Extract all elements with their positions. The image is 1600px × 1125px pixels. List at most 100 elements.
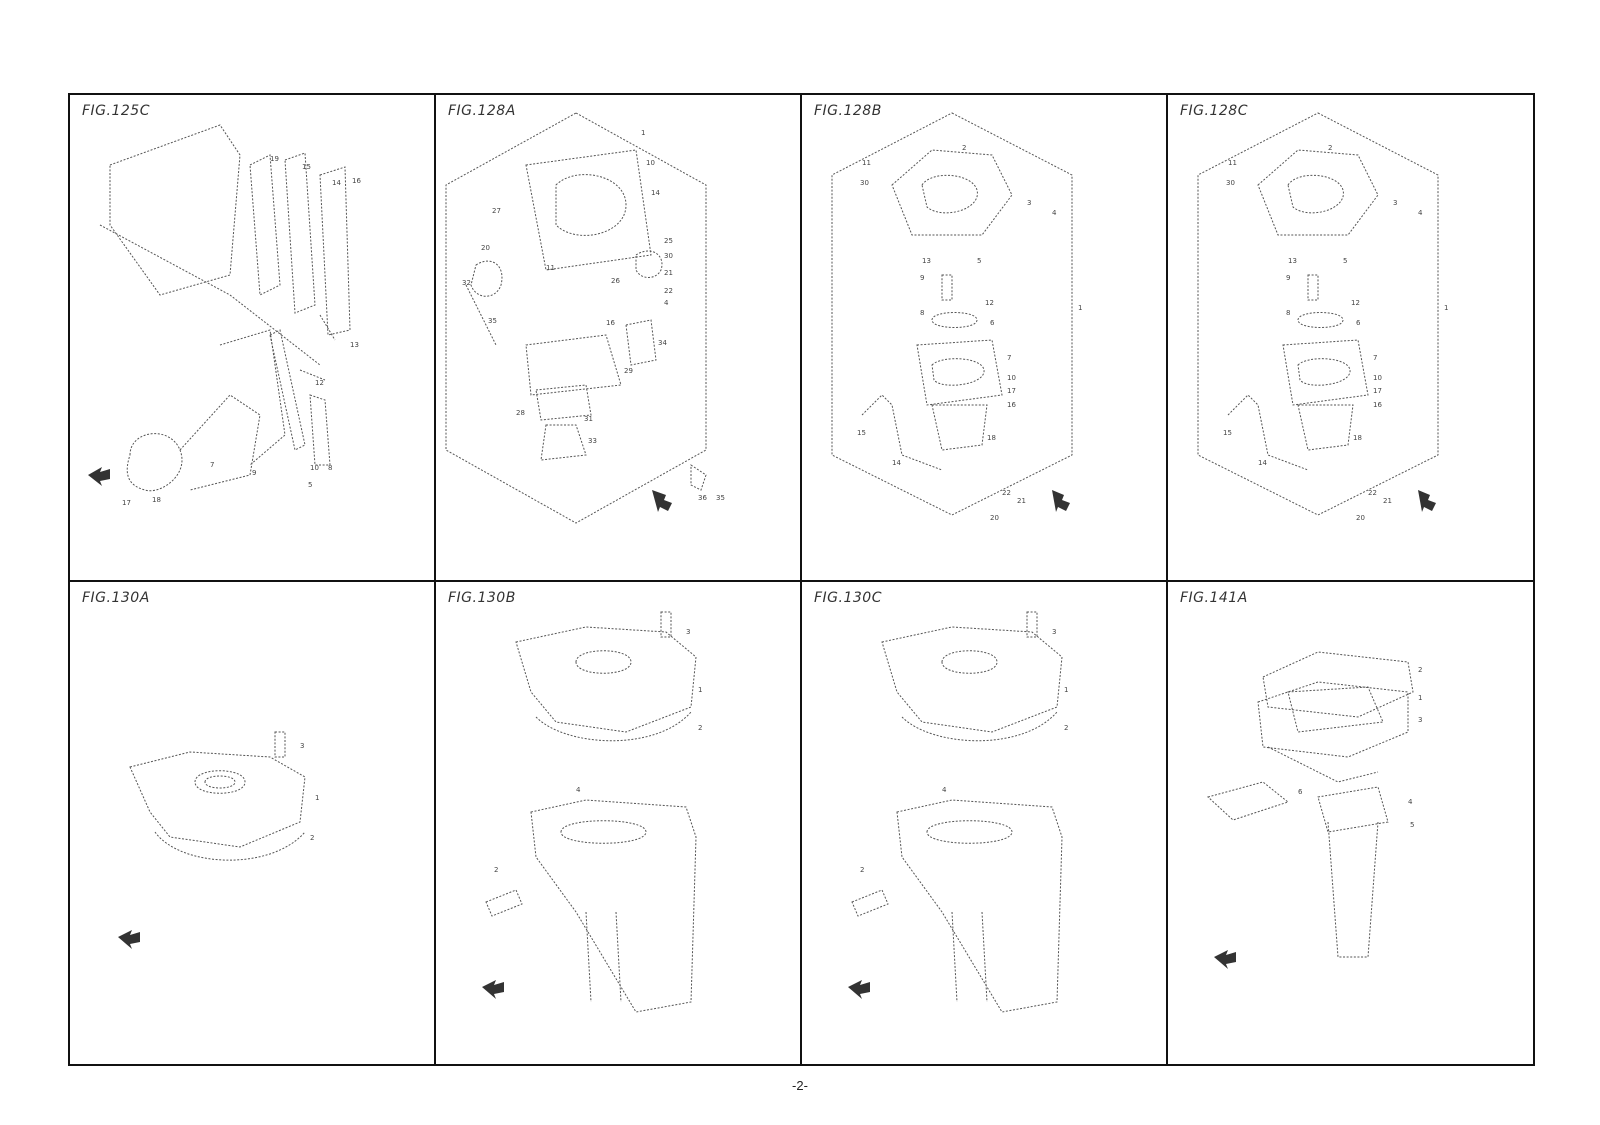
svg-text:36: 36 (698, 494, 707, 502)
front-arrow-icon (652, 490, 672, 512)
svg-text:19: 19 (270, 155, 279, 163)
svg-text:2: 2 (1418, 666, 1422, 674)
svg-text:20: 20 (1356, 514, 1365, 522)
svg-text:10: 10 (310, 464, 319, 472)
svg-text:13: 13 (1288, 257, 1297, 265)
svg-text:2: 2 (1328, 144, 1332, 152)
page-number: -2- (792, 1078, 808, 1093)
front-arrow-icon (482, 980, 504, 999)
svg-text:18: 18 (152, 496, 161, 504)
figure-title: FIG.130B (448, 590, 516, 606)
figure-title: FIG.125C (82, 103, 150, 119)
svg-text:10: 10 (1007, 374, 1016, 382)
figure-title: FIG.128A (448, 103, 516, 119)
svg-text:22: 22 (1002, 489, 1011, 497)
svg-text:30: 30 (860, 179, 869, 187)
svg-text:13: 13 (922, 257, 931, 265)
svg-text:5: 5 (308, 481, 312, 489)
svg-text:12: 12 (985, 299, 994, 307)
svg-text:9: 9 (920, 274, 924, 282)
svg-text:2: 2 (860, 866, 864, 874)
svg-text:28: 28 (516, 409, 525, 417)
svg-text:31: 31 (584, 415, 593, 423)
svg-text:16: 16 (1373, 401, 1382, 409)
svg-text:34: 34 (658, 339, 667, 347)
svg-text:12: 12 (1351, 299, 1360, 307)
exploded-diagram-130a: 312 (118, 731, 319, 949)
svg-text:16: 16 (352, 177, 361, 185)
svg-text:1: 1 (1418, 694, 1422, 702)
svg-text:18: 18 (1353, 434, 1362, 442)
svg-text:10: 10 (1373, 374, 1382, 382)
exploded-diagram-130b: 312 4 2 (482, 611, 702, 1013)
svg-text:3: 3 (1052, 628, 1056, 636)
svg-text:1: 1 (1064, 686, 1068, 694)
front-arrow-icon (1418, 490, 1436, 512)
svg-text:11: 11 (1228, 159, 1237, 167)
svg-text:4: 4 (1418, 209, 1423, 217)
svg-text:4: 4 (1408, 798, 1413, 806)
svg-text:8: 8 (328, 464, 332, 472)
svg-text:6: 6 (1356, 319, 1361, 327)
svg-text:3: 3 (300, 742, 304, 750)
exploded-diagram-130c: 312 4 2 (848, 611, 1068, 1013)
svg-text:15: 15 (857, 429, 866, 437)
svg-text:17: 17 (1007, 387, 1016, 395)
svg-text:30: 30 (1226, 179, 1235, 187)
svg-text:13: 13 (350, 341, 359, 349)
svg-text:3: 3 (686, 628, 690, 636)
exploded-diagram-141a: 213 645 (1206, 651, 1422, 969)
svg-text:22: 22 (664, 287, 673, 295)
svg-text:14: 14 (1258, 459, 1267, 467)
svg-text:1: 1 (698, 686, 702, 694)
svg-text:8: 8 (1286, 309, 1290, 317)
svg-text:9: 9 (252, 469, 256, 477)
svg-text:3: 3 (1418, 716, 1422, 724)
svg-text:14: 14 (892, 459, 901, 467)
svg-text:17: 17 (1373, 387, 1382, 395)
svg-text:1: 1 (641, 129, 645, 137)
svg-text:17: 17 (122, 499, 131, 507)
svg-text:2: 2 (698, 724, 702, 732)
svg-text:12: 12 (315, 379, 324, 387)
svg-text:7: 7 (1373, 354, 1377, 362)
svg-text:1: 1 (1078, 304, 1082, 312)
front-arrow-icon (118, 930, 140, 949)
svg-text:32: 32 (462, 279, 471, 287)
svg-text:11: 11 (862, 159, 871, 167)
svg-text:33: 33 (588, 437, 597, 445)
svg-text:6: 6 (990, 319, 995, 327)
svg-text:2: 2 (310, 834, 314, 842)
svg-text:21: 21 (1017, 497, 1026, 505)
svg-text:10: 10 (646, 159, 655, 167)
svg-text:16: 16 (606, 319, 615, 327)
svg-text:2: 2 (494, 866, 498, 874)
svg-text:20: 20 (481, 244, 490, 252)
svg-text:3: 3 (1393, 199, 1397, 207)
svg-text:29: 29 (624, 367, 633, 375)
svg-text:21: 21 (664, 269, 673, 277)
svg-text:20: 20 (990, 514, 999, 522)
svg-text:15: 15 (1223, 429, 1232, 437)
svg-text:21: 21 (1383, 497, 1392, 505)
figure-title: FIG.128B (814, 103, 882, 119)
figure-title: FIG.130A (82, 590, 150, 606)
svg-text:15: 15 (302, 163, 311, 171)
figure-title: FIG.128C (1180, 103, 1248, 119)
front-arrow-icon (1214, 950, 1236, 969)
svg-text:5: 5 (977, 257, 981, 265)
svg-text:7: 7 (210, 461, 214, 469)
svg-text:7: 7 (1007, 354, 1011, 362)
svg-text:35: 35 (488, 317, 497, 325)
svg-text:6: 6 (1298, 788, 1303, 796)
svg-text:22: 22 (1368, 489, 1377, 497)
